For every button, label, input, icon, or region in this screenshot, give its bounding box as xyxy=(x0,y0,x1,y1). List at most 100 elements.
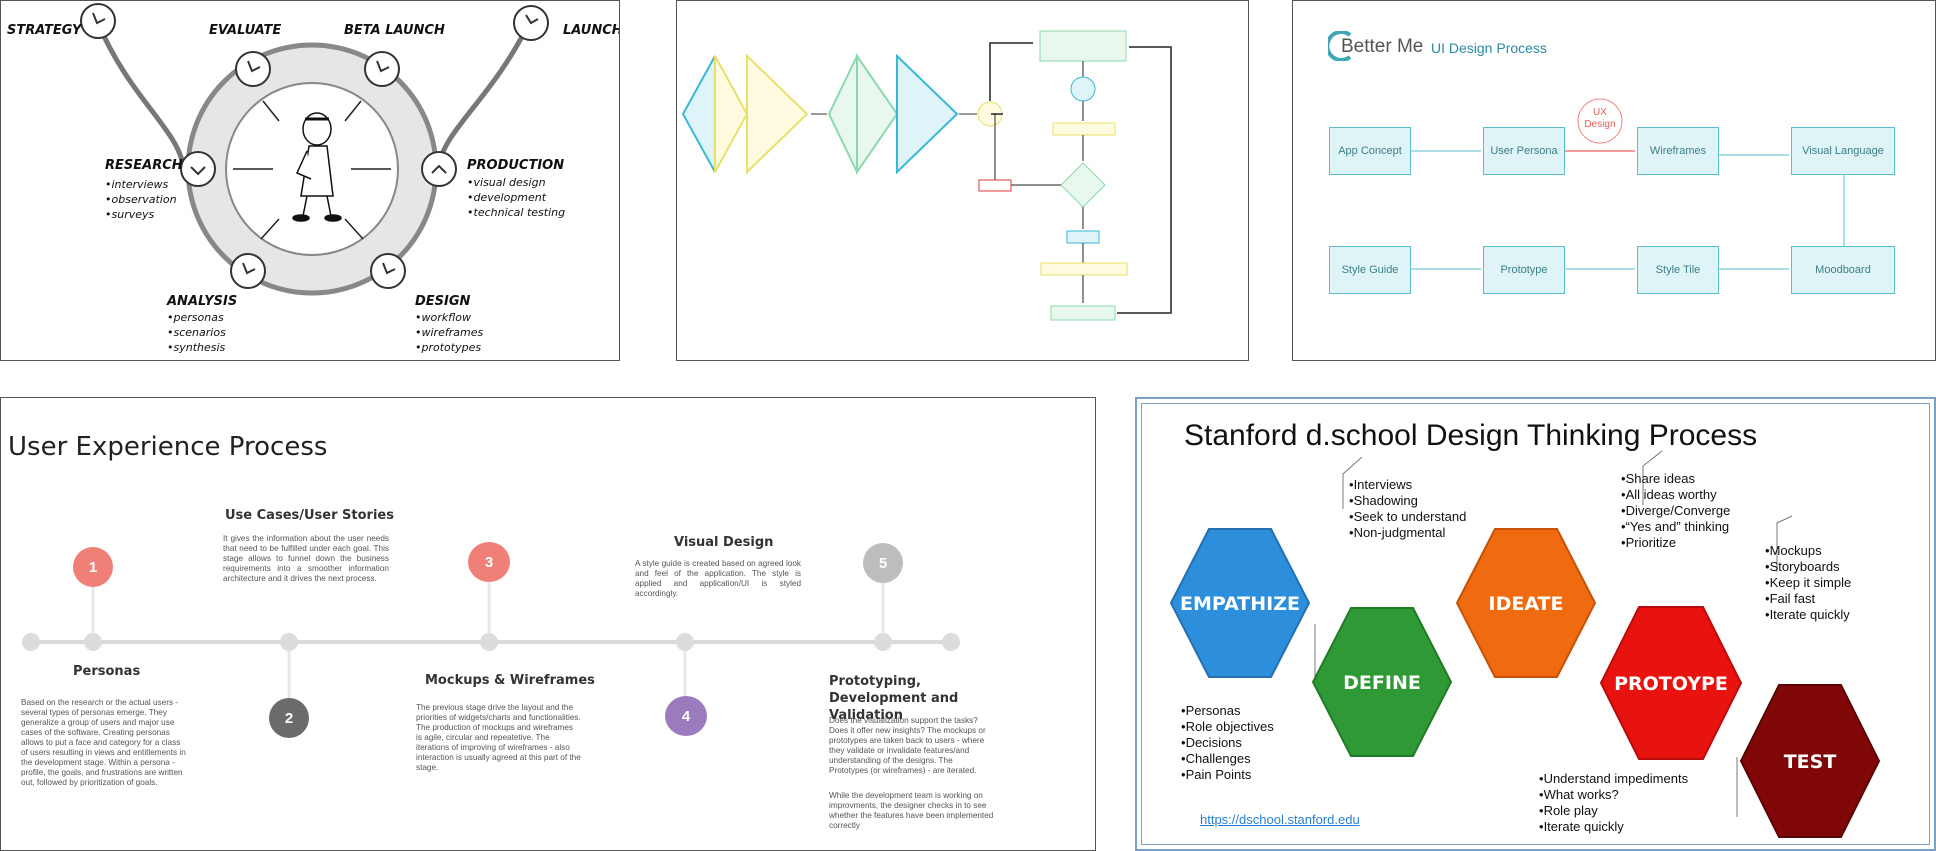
flowchart-diagram xyxy=(681,30,1172,321)
hex-label-ideate: Ideate xyxy=(1489,593,1564,615)
design-item: wireframes xyxy=(415,325,484,340)
empathize-item: Interviews xyxy=(1349,477,1466,493)
step-1-desc: Based on the research or the actual user… xyxy=(21,698,186,787)
node-app-concept: App Concept xyxy=(1329,127,1411,175)
define-item: Role objectives xyxy=(1181,719,1274,735)
step-5-badge: 5 xyxy=(863,543,903,583)
ux-design-badge: UX Design xyxy=(1584,107,1616,130)
node-wireframes: Wireframes xyxy=(1637,127,1719,175)
stanford-title: Stanford d.school Design Thinking Proces… xyxy=(1184,419,1758,452)
lifecycle-diagram xyxy=(80,3,549,296)
ux-process-panel: User Experience Process 1 Personas Based… xyxy=(0,397,1096,851)
stanford-panel: Stanford d.school Design Thinking Proces… xyxy=(1135,397,1936,851)
define-item: Decisions xyxy=(1181,735,1274,751)
prototype-item: Mockups xyxy=(1765,543,1851,559)
node-moodboard: Moodboard xyxy=(1791,246,1895,294)
timeline-dot xyxy=(874,633,892,651)
design-item: prototypes xyxy=(415,340,483,355)
timeline-dot xyxy=(480,633,498,651)
ideate-item: Diverge/Converge xyxy=(1621,503,1731,519)
ideate-list: Share ideas All ideas worthy Diverge/Con… xyxy=(1621,471,1731,551)
step-2-badge: 2 xyxy=(269,698,309,738)
analysis-item: personas xyxy=(167,310,226,325)
production-list: visual design development technical test… xyxy=(467,175,566,220)
design-list: workflow wireframes prototypes xyxy=(415,310,484,355)
better-me-logo-icon xyxy=(1328,31,1352,61)
design-item: workflow xyxy=(415,310,483,325)
process-title: UI Design Process xyxy=(1431,40,1547,56)
research-item: surveys xyxy=(105,207,177,222)
step-3-desc: The previous stage drive the layout and … xyxy=(416,703,581,772)
empathize-item: Non-judgmental xyxy=(1349,525,1466,541)
analysis-list: personas scenarios synthesis xyxy=(167,310,226,355)
test-item: Role play xyxy=(1539,803,1688,819)
ui-design-process-panel: Better Me UI Design Process UX Design Ap… xyxy=(1292,0,1936,361)
step-5-title: Prototyping, Development and Validation xyxy=(829,674,959,723)
test-item: What works? xyxy=(1539,787,1688,803)
timeline-dot xyxy=(942,633,960,651)
prototype-item: Storyboards xyxy=(1765,559,1851,575)
hex-label-empathize: Empathize xyxy=(1180,593,1300,615)
define-item: Challenges xyxy=(1181,751,1274,767)
ux-title: User Experience Process xyxy=(8,432,328,462)
step-4-desc: A style guide is created based on agreed… xyxy=(635,559,801,598)
timeline-dot xyxy=(84,633,102,651)
hex-label-define: Define xyxy=(1343,672,1421,694)
node-visual-language: Visual Language xyxy=(1791,127,1895,175)
label-research: RESEARCH xyxy=(105,158,183,173)
timeline-dot xyxy=(676,633,694,651)
brand-name: Better Me xyxy=(1341,36,1424,57)
test-list: Understand impediments What works? Role … xyxy=(1539,771,1689,835)
hex-label-prototype: Protoype xyxy=(1614,673,1728,695)
step-4-badge: 4 xyxy=(665,696,707,736)
lifecycle-panel: STRATEGY EVALUATE BETA LAUNCH LAUNCH RES… xyxy=(0,0,620,361)
step-5-desc: Does the visualization support the tasks… xyxy=(829,716,986,775)
node-user-persona: User Persona xyxy=(1483,127,1565,175)
ideate-item: All ideas worthy xyxy=(1621,487,1730,503)
prototype-item: Fail fast xyxy=(1765,591,1851,607)
step-3-badge: 3 xyxy=(468,542,510,582)
node-prototype: Prototype xyxy=(1483,246,1565,294)
hex-test: Test xyxy=(1739,684,1881,838)
research-item: observation xyxy=(105,192,177,207)
analysis-item: scenarios xyxy=(167,325,226,340)
ideate-item: Prioritize xyxy=(1621,535,1730,551)
label-design: DESIGN xyxy=(415,294,471,309)
step-2-title: Use Cases/User Stories xyxy=(225,508,394,523)
step-3-title: Mockups & Wireframes xyxy=(425,673,595,688)
define-item: Personas xyxy=(1181,703,1274,719)
research-list: interviews observation surveys xyxy=(105,177,177,222)
prototype-list: Mockups Storyboards Keep it simple Fail … xyxy=(1765,543,1852,623)
flowchart-panel xyxy=(676,0,1249,361)
step-5-desc-2: While the development team is working on… xyxy=(829,791,994,830)
stanford-inner-border xyxy=(1141,403,1930,845)
hex-empathize: Empathize xyxy=(1169,528,1311,678)
define-list: Personas Role objectives Decisions Chall… xyxy=(1181,703,1274,783)
step-1-badge: 1 xyxy=(73,547,113,587)
empathize-item: Shadowing xyxy=(1349,493,1466,509)
test-item: Understand impediments xyxy=(1539,771,1689,787)
test-item: Iterate quickly xyxy=(1539,819,1688,835)
hex-diagram: Empathize Define Ideate Protoype Test xyxy=(1169,450,1881,838)
dschool-link[interactable]: https://dschool.stanford.edu xyxy=(1200,812,1360,827)
process-connectors xyxy=(1411,98,1845,270)
prototype-item: Iterate quickly xyxy=(1765,607,1851,623)
production-item: technical testing xyxy=(467,205,566,220)
node-style-tile: Style Tile xyxy=(1637,246,1719,294)
production-item: visual design xyxy=(467,175,565,190)
step-1-title: Personas xyxy=(73,664,141,679)
timeline-dot xyxy=(22,633,40,651)
define-item: Pain Points xyxy=(1181,767,1274,783)
node-style-guide: Style Guide xyxy=(1329,246,1411,294)
step-2-desc: It gives the information about the user … xyxy=(223,534,389,583)
hex-ideate: Ideate xyxy=(1455,528,1597,678)
research-item: interviews xyxy=(105,177,177,192)
label-analysis: ANALYSIS xyxy=(167,294,238,309)
label-production: PRODUCTION xyxy=(467,158,565,173)
timeline-dot xyxy=(280,633,298,651)
man-figure-icon xyxy=(292,112,342,222)
empathize-list: Interviews Shadowing Seek to understand … xyxy=(1349,477,1467,541)
label-strategy: STRATEGY xyxy=(7,23,82,38)
ideate-item: Share ideas xyxy=(1621,471,1730,487)
prototype-item: Keep it simple xyxy=(1765,575,1852,591)
